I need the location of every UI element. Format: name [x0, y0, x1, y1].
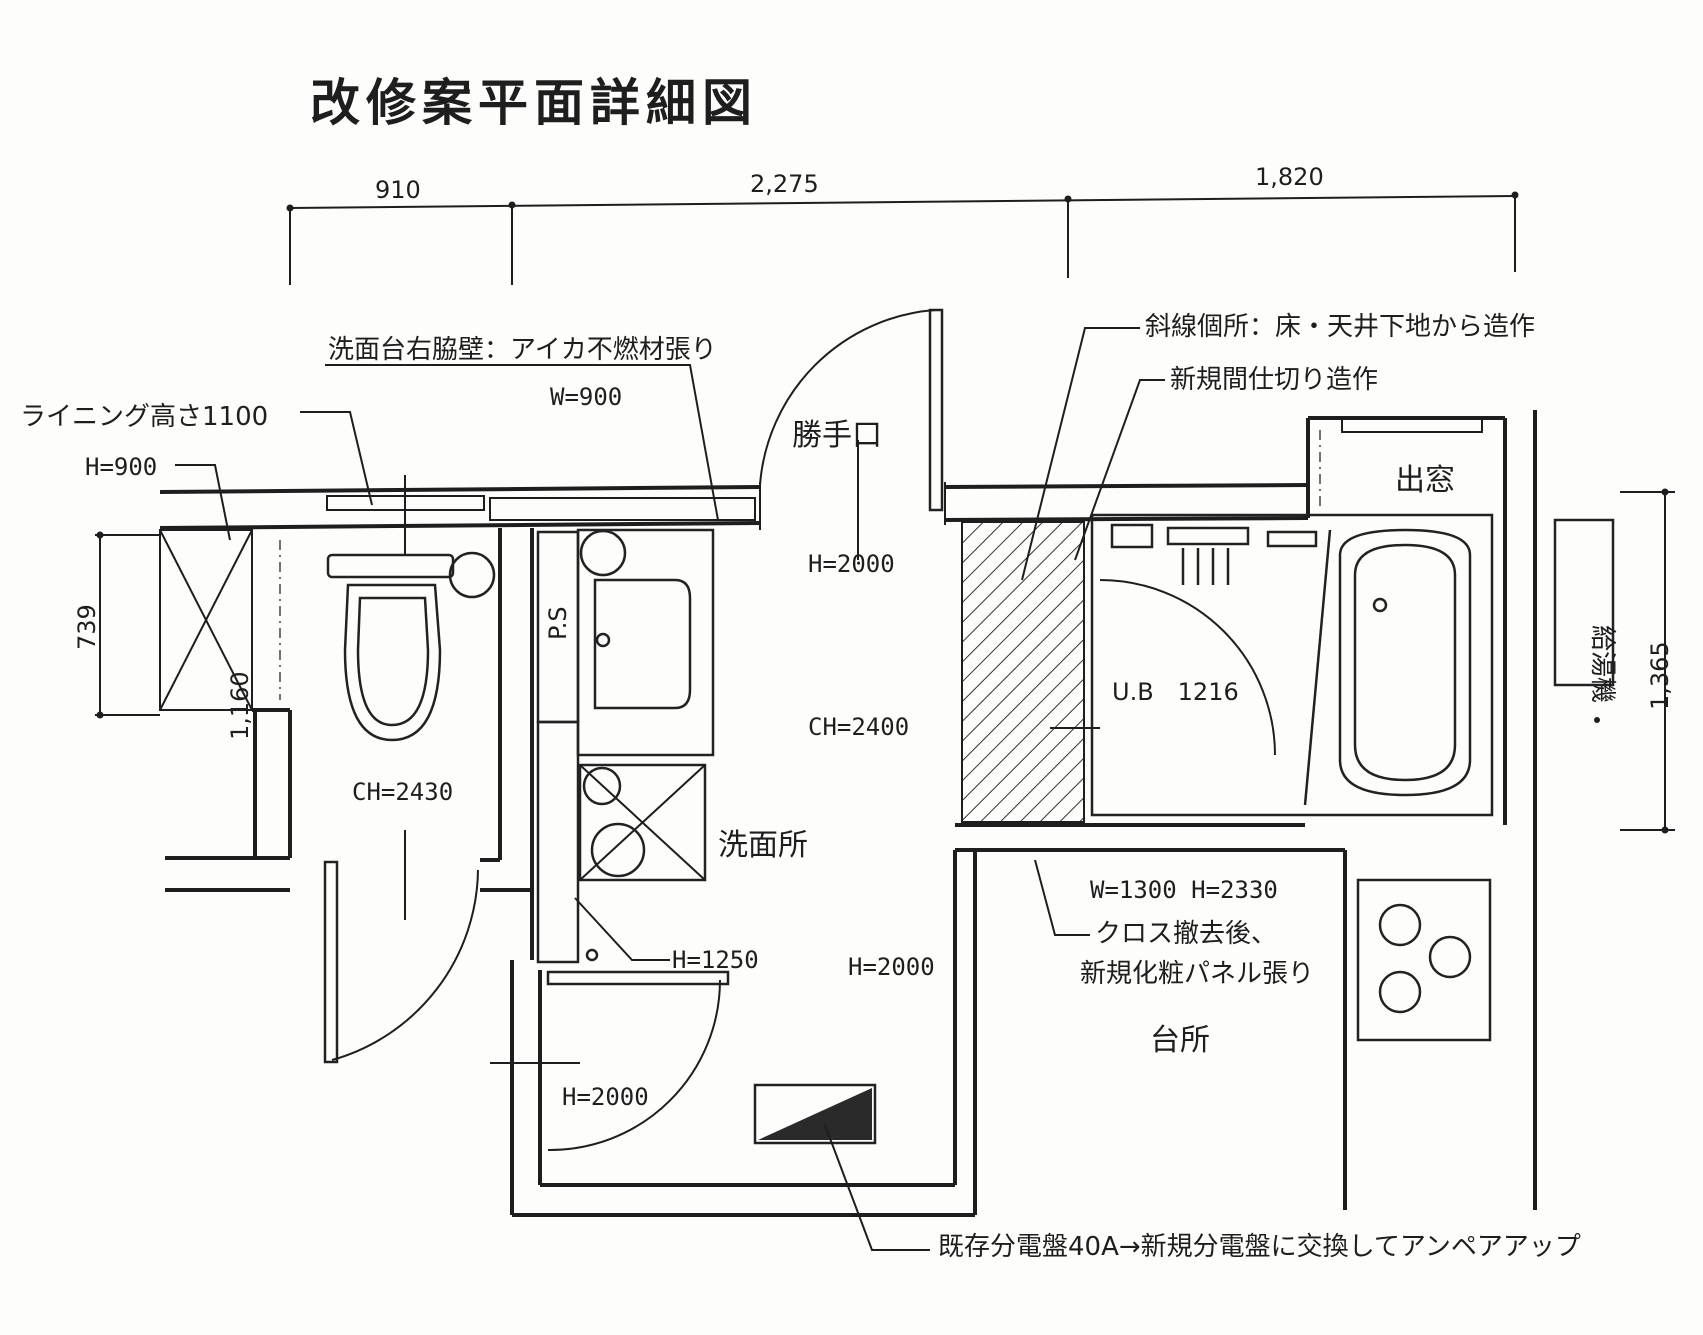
north-wall — [159, 482, 1309, 530]
door-height-top: H=2000 — [808, 550, 895, 578]
note-panel: 既存分電盤40A→新規分電盤に交換してアンペアアップ — [938, 1232, 1581, 1262]
hatched-area — [961, 521, 1085, 823]
pipe-space-label: P.S — [544, 606, 572, 640]
left-dimension-line — [95, 531, 160, 719]
toilet-fixture — [326, 475, 496, 742]
dimension-1365: 1,365 — [1646, 641, 1674, 710]
door-height-bottom: H=2000 — [562, 1083, 649, 1111]
counter-height: H=1250 — [672, 946, 759, 974]
note-vanity-wall: 洗面台右脇壁：アイカ不燃材張り — [328, 335, 717, 365]
top-dimension-line — [286, 191, 1519, 285]
toilet-walls — [159, 528, 534, 960]
kitchen-label: 台所 — [1150, 1023, 1210, 1058]
dimension-739: 739 — [73, 604, 101, 650]
washing-machine — [578, 763, 707, 962]
dimension-910: 910 — [375, 176, 421, 204]
dimension-1820: 1,820 — [1255, 163, 1324, 191]
water-heater-label: 給湯機 — [1587, 625, 1617, 703]
washroom-door — [490, 970, 730, 1152]
service-door-label: 勝手口 — [792, 418, 882, 453]
bay-window-label: 出窓 — [1395, 463, 1455, 498]
note-partition: 新規間仕切り造作 — [1170, 365, 1378, 395]
note-hatched: 斜線個所：床・天井下地から造作 — [1145, 312, 1535, 342]
leader-lines — [175, 327, 1165, 1251]
toilet-ceiling-height: CH=2430 — [352, 778, 453, 806]
dimension-2275: 2,275 — [750, 170, 819, 198]
vanity — [576, 528, 715, 757]
door-height-mid: H=2000 — [848, 953, 935, 981]
washroom-walls — [510, 823, 1345, 1217]
lining-height: H=900 — [85, 453, 157, 481]
water-heater — [1553, 518, 1615, 687]
washroom-ceiling-height: CH=2400 — [808, 713, 909, 741]
washroom-label: 洗面所 — [718, 828, 808, 863]
toilet-door — [323, 830, 479, 1064]
note-lining: ライニング高さ1100 — [20, 402, 268, 432]
right-dimension-line — [1620, 488, 1675, 834]
drawing-title: 改修案平面詳細図 — [310, 74, 758, 132]
service-door — [759, 308, 944, 560]
opening-size: W=1300 H=2330 — [1090, 876, 1278, 904]
unit-bath-label: U.B 1216 — [1112, 678, 1239, 706]
kitchen — [1343, 850, 1492, 1210]
note-cloth-2: 新規化粧パネル張り — [1080, 959, 1314, 989]
distribution-panel — [753, 1083, 877, 1145]
window-width: W=900 — [550, 383, 622, 411]
note-cloth-1: クロス撤去後、 — [1095, 919, 1277, 949]
pipe-space — [536, 530, 580, 964]
unit-bath — [1050, 410, 1537, 1210]
